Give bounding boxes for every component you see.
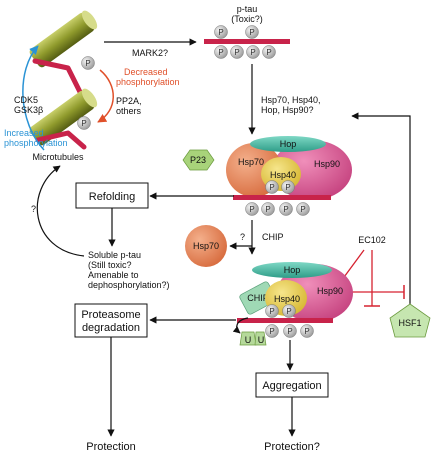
svg-text:Aggregation: Aggregation xyxy=(262,380,321,392)
phospho-bottom-mt: P xyxy=(77,116,91,130)
increased-phosphorylation-arrow xyxy=(22,45,45,151)
svg-text:Refolding: Refolding xyxy=(89,191,135,203)
decreased-phosphorylation-label-1: Decreased xyxy=(124,67,168,77)
hop-1 xyxy=(250,136,326,152)
gsk3b-label: GSK3β xyxy=(14,105,43,115)
svg-text:Amenable to: Amenable to xyxy=(88,270,139,280)
chaperones-label-2: Hop, Hsp90? xyxy=(261,105,314,115)
svg-text:P: P xyxy=(85,59,90,68)
others-label: others xyxy=(116,106,142,116)
hsf1: HSF1 xyxy=(389,303,431,338)
ubiquitination-arrow xyxy=(232,317,249,334)
svg-text:P: P xyxy=(269,183,274,192)
cdk5-label: CDK5 xyxy=(14,95,38,105)
hsp70-question-mark: ? xyxy=(240,232,245,242)
svg-text:P: P xyxy=(234,48,239,57)
phospho-top-mt: P xyxy=(81,56,95,70)
svg-text:CHIP: CHIP xyxy=(247,293,269,303)
phospho-ptau-bottom-row: P P P P xyxy=(214,45,276,59)
svg-text:U: U xyxy=(258,335,265,345)
ptau-top: P P P P P P xyxy=(204,25,290,59)
protection-question-label: Protection? xyxy=(264,441,320,453)
aggregation-box: Aggregation xyxy=(255,372,329,398)
svg-text:Hop: Hop xyxy=(280,139,297,149)
chaperone-complex-2: CHIP Hop Hsp40 Hsp90 P P P P P xyxy=(237,262,353,338)
microtubule-top xyxy=(29,10,98,68)
microtubules-label: Microtubules xyxy=(32,152,84,162)
increased-phosphorylation-label-2: phosphorylation xyxy=(4,138,68,148)
tau-chain-top xyxy=(32,58,83,95)
chip-arrow-label: CHIP xyxy=(262,232,284,242)
svg-text:(Still toxic?: (Still toxic? xyxy=(88,260,132,270)
ptau-bound-1 xyxy=(233,195,331,200)
ec102-label: EC102 xyxy=(358,235,386,245)
svg-text:P: P xyxy=(266,48,271,57)
svg-text:dephosphorylation?): dephosphorylation?) xyxy=(88,280,170,290)
svg-text:Hsp70: Hsp70 xyxy=(238,157,264,167)
svg-text:P: P xyxy=(249,205,254,214)
proteasome-box: Proteasome degradation xyxy=(74,303,148,338)
svg-text:P: P xyxy=(249,28,254,37)
svg-text:P: P xyxy=(287,327,292,336)
chaperones-label-1: Hsp70, Hsp40, xyxy=(261,95,321,105)
ubiquitin-2: U xyxy=(254,331,267,346)
hsf1-induction-line xyxy=(351,112,411,305)
svg-text:P: P xyxy=(283,205,288,214)
increased-phosphorylation-label-1: Increased xyxy=(4,128,44,138)
svg-text:Proteasome: Proteasome xyxy=(81,309,140,321)
svg-text:Hop: Hop xyxy=(284,265,301,275)
ptau-title: p-tau xyxy=(237,4,258,14)
svg-text:Hsp40: Hsp40 xyxy=(270,170,296,180)
decreased-phosphorylation-arrow xyxy=(97,69,114,123)
ptau-toxic-label: (Toxic?) xyxy=(231,14,263,24)
refolding-box: Refolding xyxy=(75,182,149,209)
svg-text:P: P xyxy=(218,48,223,57)
ubiquitin-1: U xyxy=(239,331,257,346)
svg-text:Hsp40: Hsp40 xyxy=(274,294,300,304)
chaperone-complex-1: Hop Hsp70 Hsp40 Hsp90 P P P P P P xyxy=(226,136,352,216)
decreased-phosphorylation-label-2: phosphorylation xyxy=(116,77,180,87)
svg-text:Hsp90: Hsp90 xyxy=(317,286,343,296)
tau-chain-bottom xyxy=(35,130,87,150)
return-question-mark: ? xyxy=(31,204,36,214)
svg-text:Hsp70: Hsp70 xyxy=(193,241,219,251)
p23: P23 xyxy=(182,149,215,171)
phospho-ptau-top-row: P P xyxy=(214,25,259,39)
svg-text:P: P xyxy=(300,205,305,214)
ptau-bound-2 xyxy=(237,318,333,323)
hsp70-free: Hsp70 xyxy=(185,225,227,267)
svg-text:degradation: degradation xyxy=(82,322,140,334)
svg-text:P: P xyxy=(285,183,290,192)
svg-text:P23: P23 xyxy=(190,155,206,165)
svg-text:U: U xyxy=(245,335,252,345)
svg-text:P: P xyxy=(265,205,270,214)
svg-text:P: P xyxy=(269,307,274,316)
soluble-to-microtubule-arrow xyxy=(36,165,85,257)
svg-text:HSF1: HSF1 xyxy=(398,318,421,328)
hop-2 xyxy=(252,262,332,278)
svg-text:P: P xyxy=(286,307,291,316)
svg-text:P: P xyxy=(250,48,255,57)
soluble-ptau-label: Soluble p-tau (Still toxic? Amenable to … xyxy=(88,250,170,290)
svg-text:P: P xyxy=(269,327,274,336)
svg-text:P: P xyxy=(304,327,309,336)
svg-text:Hsp90: Hsp90 xyxy=(314,159,340,169)
svg-text:P: P xyxy=(81,119,86,128)
svg-text:P: P xyxy=(218,28,223,37)
pp2a-label: PP2A, xyxy=(116,96,142,106)
mark2-label: MARK2? xyxy=(132,48,168,58)
svg-text:Soluble p-tau: Soluble p-tau xyxy=(88,250,141,260)
microtubule-bottom xyxy=(29,88,98,146)
protection-label: Protection xyxy=(86,441,136,453)
